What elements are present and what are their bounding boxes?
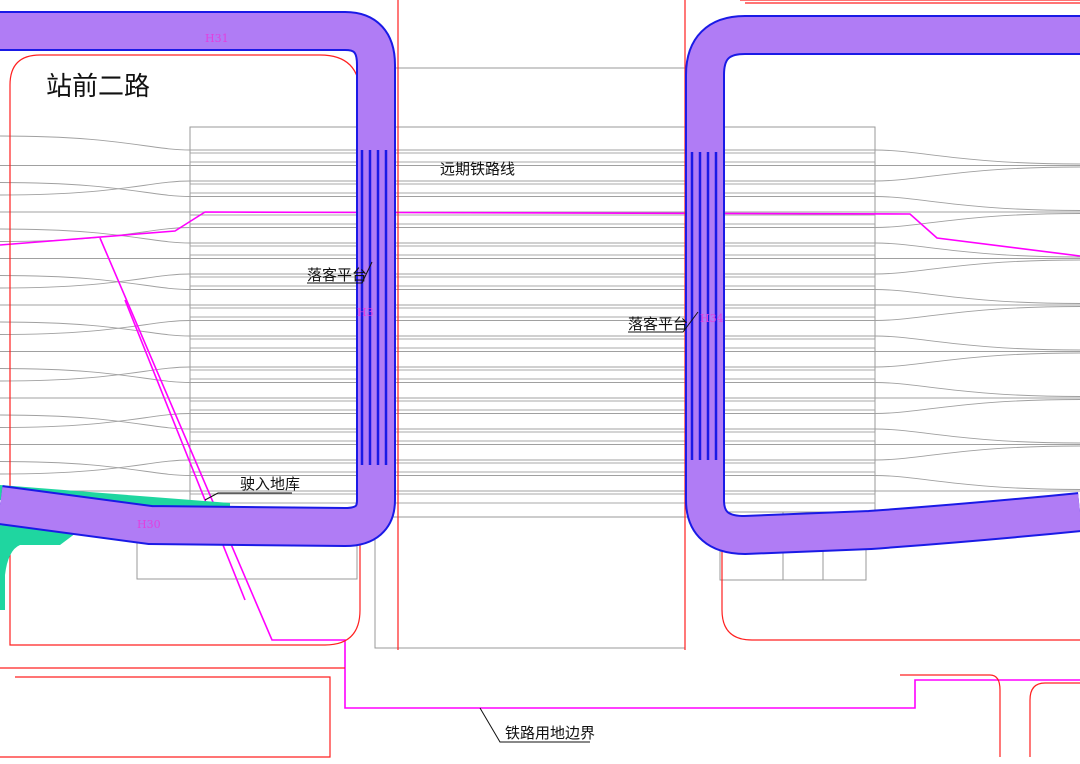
platform-strip bbox=[189, 245, 876, 256]
station-outline bbox=[136, 67, 876, 649]
track-line bbox=[0, 368, 1080, 397]
garage-entry-label: 驶入地库 bbox=[240, 475, 301, 493]
platform-strip bbox=[189, 307, 876, 318]
left-ramp-loop bbox=[0, 11, 396, 548]
h34-code: H34 bbox=[700, 312, 724, 325]
platform-strip bbox=[189, 152, 876, 163]
track-line bbox=[0, 166, 1080, 196]
track-line bbox=[0, 399, 1080, 428]
track-line bbox=[0, 182, 1080, 211]
platform-strip bbox=[189, 493, 876, 504]
railway-tracks bbox=[0, 135, 1080, 504]
track-line bbox=[0, 414, 1080, 444]
h31-code: H31 bbox=[205, 32, 229, 45]
track-line bbox=[0, 352, 1080, 382]
future-railway-label: 远期铁路线 bbox=[440, 160, 516, 178]
track-line bbox=[0, 461, 1080, 490]
platform-strip bbox=[189, 338, 876, 349]
label-leaders bbox=[204, 261, 699, 743]
track-line bbox=[0, 445, 1080, 475]
road-name-label: 站前二路 bbox=[46, 72, 151, 102]
platform-strip bbox=[189, 400, 876, 411]
platform-strip bbox=[189, 431, 876, 442]
track-line bbox=[0, 259, 1080, 289]
right-ramp-loop bbox=[685, 15, 1080, 556]
h30-code: H30 bbox=[137, 518, 161, 531]
platform-strip bbox=[189, 462, 876, 473]
track-line bbox=[0, 228, 1080, 258]
railway-boundary-line bbox=[0, 211, 1080, 709]
track-line bbox=[0, 135, 1080, 165]
platform-strip bbox=[189, 183, 876, 194]
platform-strip bbox=[189, 214, 876, 225]
dropoff-platform-left-label: 落客平台 bbox=[307, 266, 368, 284]
platform-strip bbox=[189, 276, 876, 287]
dropoff-platform-right-label: 落客平台 bbox=[628, 315, 689, 333]
track-line bbox=[0, 306, 1080, 335]
track-line bbox=[0, 321, 1080, 351]
track-line bbox=[0, 213, 1080, 242]
track-line bbox=[0, 275, 1080, 304]
h3-code: H3 bbox=[357, 306, 374, 319]
railway-boundary-label: 铁路用地边界 bbox=[505, 724, 596, 742]
dropoff-platforms bbox=[360, 150, 718, 465]
platform-strip bbox=[189, 369, 876, 380]
